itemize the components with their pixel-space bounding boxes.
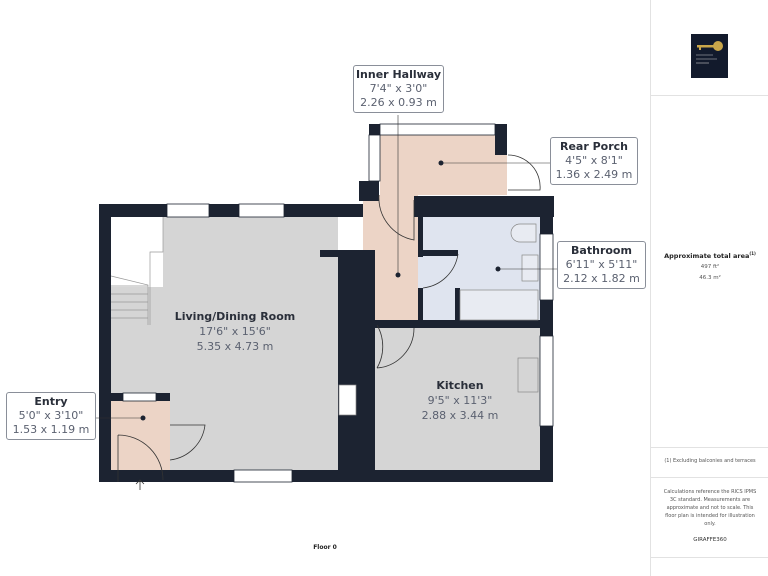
room-metric: 1.53 x 1.19 m bbox=[12, 423, 90, 436]
kitchen-label: Kitchen 9'5" x 11'3" 2.88 x 3.44 m bbox=[410, 378, 510, 423]
room-metric: 2.12 x 1.82 m bbox=[563, 272, 640, 285]
room-imperial: 4'5" x 8'1" bbox=[565, 154, 623, 167]
divider bbox=[651, 447, 768, 448]
room-name: Bathroom bbox=[571, 244, 632, 257]
room-name: Rear Porch bbox=[559, 140, 628, 153]
windows bbox=[122, 123, 554, 483]
floor-name: Floor 0 bbox=[313, 544, 337, 551]
room-imperial: 6'11" x 5'11" bbox=[565, 258, 638, 271]
area-m: 46.3 m² bbox=[699, 275, 721, 281]
room-name: Inner Hallway bbox=[355, 68, 442, 81]
footnote: (1) Excluding balconies and terraces bbox=[664, 458, 756, 464]
divider bbox=[651, 477, 768, 478]
living-room-label: Living/Dining Room 17'6" x 15'6" 5.35 x … bbox=[165, 309, 305, 354]
room-imperial: 9'5" x 11'3" bbox=[427, 394, 493, 407]
divider bbox=[651, 95, 768, 96]
entry-label: Entry 5'0" x 3'10" 1.53 x 1.19 m bbox=[6, 392, 96, 440]
room-imperial: 7'4" x 3'0" bbox=[369, 82, 428, 95]
stairs bbox=[110, 217, 164, 325]
room-markers bbox=[140, 160, 501, 421]
room-metric: 2.26 x 0.93 m bbox=[360, 96, 437, 109]
room-name: Kitchen bbox=[436, 379, 484, 392]
room-metric: 1.36 x 2.49 m bbox=[555, 168, 633, 181]
bathroom-label: Bathroom 6'11" x 5'11" 2.12 x 1.82 m bbox=[557, 241, 646, 289]
fixtures bbox=[338, 223, 539, 416]
room-metric: 5.35 x 4.73 m bbox=[196, 340, 274, 353]
floor-plan bbox=[95, 115, 557, 490]
room-metric: 2.88 x 3.44 m bbox=[421, 409, 499, 422]
area-ft: 497 ft² bbox=[700, 264, 720, 270]
leader-lines bbox=[95, 115, 557, 419]
porch-floor bbox=[380, 135, 507, 195]
divider bbox=[651, 557, 768, 558]
inner-hallway-label: Inner Hallway 7'4" x 3'0" 2.26 x 0.93 m bbox=[353, 65, 444, 113]
walls bbox=[99, 124, 554, 482]
room-name: Entry bbox=[34, 395, 68, 408]
kitchen-floor bbox=[375, 325, 540, 470]
rear-porch-label: Rear Porch 4'5" x 8'1" 1.36 x 2.49 m bbox=[550, 137, 638, 185]
room-name: Living/Dining Room bbox=[174, 310, 296, 323]
disclaimer: Calculations reference the RICS IPMS 3C … bbox=[663, 489, 757, 527]
room-imperial: 17'6" x 15'6" bbox=[199, 325, 271, 338]
area-title: Approximate total area(1) bbox=[664, 251, 756, 261]
agency-logo bbox=[691, 34, 728, 78]
brand-logo: GIRAFFE360 bbox=[693, 537, 727, 543]
doors bbox=[117, 154, 541, 490]
room-imperial: 5'0" x 3'10" bbox=[18, 409, 84, 422]
key-icon bbox=[696, 41, 723, 64]
info-panel: Approximate total area(1) 497 ft² 46.3 m… bbox=[650, 0, 768, 576]
